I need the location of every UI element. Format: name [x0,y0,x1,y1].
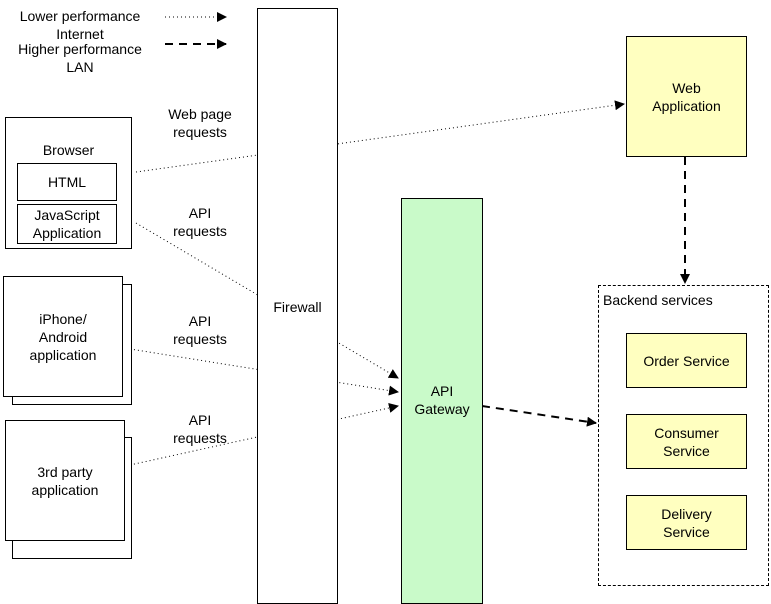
order-service-label: Order Service [643,352,730,369]
order-service-box: Order Service [626,333,747,388]
delivery-service-box: Delivery Service [626,495,747,550]
browser-title: Browser [42,142,95,158]
html-label: HTML [47,174,87,190]
third-party-app-box: 3rd party application [5,420,125,541]
mobile-app-box: iPhone/ Android application [3,276,123,397]
api-requests-browser-label: API requests [173,205,227,239]
html-box: HTML [17,163,117,201]
legend-lan-label: Higher performance LAN [18,41,142,75]
legend-internet-label: Lower performance Internet [19,8,141,42]
js-application-label: JavaScript Application [32,207,102,241]
mobile-app-label: iPhone/ Android application [29,310,97,363]
web-application-label: Web Application [652,79,721,114]
api-gateway-label: API Gateway [414,383,470,417]
web-page-requests-label: Web page requests [168,106,232,140]
backend-services-title: Backend services [603,292,713,308]
api-gateway-box: API Gateway [401,198,483,604]
backend-services-container [598,285,769,586]
consumer-service-box: Consumer Service [626,414,747,469]
delivery-service-label: Delivery Service [661,505,712,540]
firewall-label: Firewall [273,299,322,315]
edge-gateway-to-backend [481,405,597,427]
web-application-box: Web Application [626,36,747,157]
consumer-service-label: Consumer Service [654,424,719,459]
js-application-box: JavaScript Application [17,204,117,244]
api-requests-mobile-label: API requests [173,313,227,347]
edge-third-party-to-gateway [129,403,399,466]
api-requests-third-party-label: API requests [173,412,227,446]
firewall-box [257,8,338,604]
third-party-app-label: 3rd party application [31,463,99,498]
